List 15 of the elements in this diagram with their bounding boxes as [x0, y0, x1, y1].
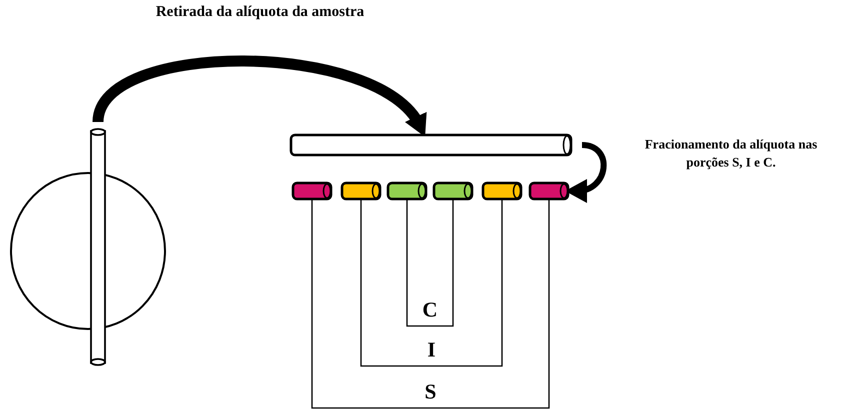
- tube-cylinder: [482, 182, 522, 200]
- tube-cylinder: [341, 182, 381, 200]
- sample-circle: [10, 172, 166, 330]
- bracket-line: [360, 200, 503, 367]
- tube-cylinder: [529, 182, 569, 200]
- edge-label: Retirada da alíquota da amostra: [156, 2, 364, 22]
- bracket-line: [311, 200, 550, 409]
- tube-cylinder: [433, 182, 473, 200]
- edge-label: Fracionamento da alíquota nas porções S, I e C.: [644, 135, 818, 171]
- tube-cylinder: [292, 182, 332, 200]
- bracket-line: [406, 200, 454, 327]
- tube-cylinder: [387, 182, 427, 200]
- tube-cylinder: [290, 134, 572, 156]
- curved-arrow: [92, 56, 428, 136]
- tube-cylinder: [90, 128, 106, 366]
